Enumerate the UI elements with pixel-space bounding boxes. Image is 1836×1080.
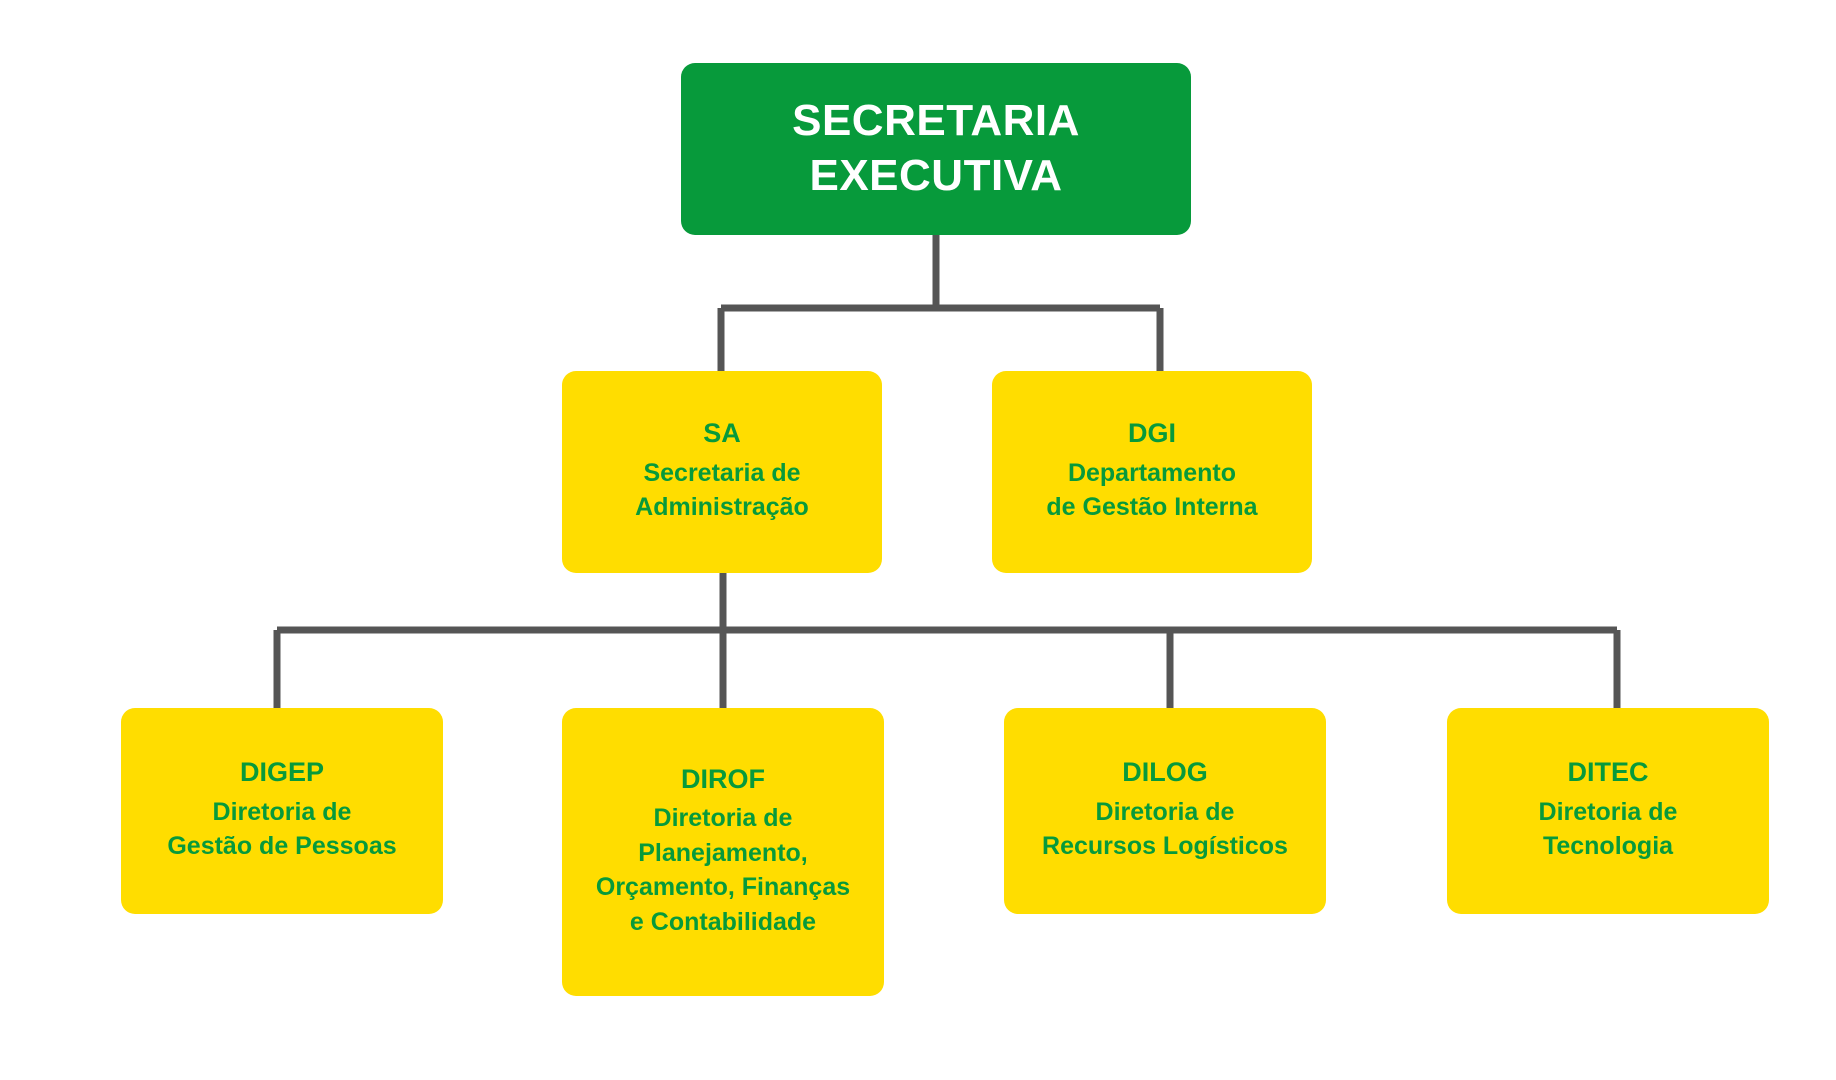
node-ditec-acronym: DITEC [1567, 757, 1649, 788]
node-digep-line-1: Diretoria de [212, 797, 352, 826]
node-ditec-line-2: Tecnologia [1542, 832, 1674, 861]
node-dilog-acronym: DILOG [1122, 757, 1208, 788]
node-sa-line-1: Secretaria de [643, 458, 801, 487]
node-digep-fullname: Diretoria de Gestão de Pessoas [157, 795, 406, 864]
node-dgi-line-2: de Gestão Interna [1046, 493, 1258, 522]
node-dgi-fullname: Departamento de Gestão Interna [1036, 456, 1267, 525]
node-sa[interactable]: SA Secretaria de Administração [562, 371, 882, 573]
node-dirof-line-3: Orçamento, Finanças [595, 873, 851, 902]
node-sa-line-2: Administração [635, 493, 809, 522]
node-dilog-line-1: Diretoria de [1095, 797, 1235, 826]
node-dirof-acronym: DIROF [681, 763, 765, 794]
node-ditec[interactable]: DITEC Diretoria de Tecnologia [1447, 708, 1769, 914]
node-secretaria-executiva[interactable]: SECRETARIA EXECUTIVA [681, 63, 1191, 235]
node-dirof[interactable]: DIROF Diretoria de Planejamento, Orçamen… [562, 708, 884, 996]
node-sa-fullname: Secretaria de Administração [625, 456, 819, 525]
node-ditec-fullname: Diretoria de Tecnologia [1529, 795, 1688, 864]
node-dgi[interactable]: DGI Departamento de Gestão Interna [992, 371, 1312, 573]
root-title-line2: EXECUTIVA [809, 151, 1063, 200]
node-dilog[interactable]: DILOG Diretoria de Recursos Logísticos [1004, 708, 1326, 914]
node-dirof-line-2: Planejamento, [638, 838, 808, 867]
node-dirof-fullname: Diretoria de Planejamento, Orçamento, Fi… [586, 801, 860, 939]
node-dilog-fullname: Diretoria de Recursos Logísticos [1032, 795, 1298, 864]
node-dgi-acronym: DGI [1127, 418, 1176, 449]
node-dirof-line-1: Diretoria de [653, 804, 793, 833]
node-digep-line-2: Gestão de Pessoas [167, 832, 397, 861]
node-dirof-line-4: e Contabilidade [629, 907, 817, 936]
node-dilog-line-2: Recursos Logísticos [1042, 832, 1288, 861]
root-title-line1: SECRETARIA [792, 96, 1080, 146]
node-digep-acronym: DIGEP [239, 757, 325, 788]
node-dgi-line-1: Departamento [1067, 458, 1237, 487]
node-digep[interactable]: DIGEP Diretoria de Gestão de Pessoas [121, 708, 443, 914]
node-sa-acronym: SA [703, 418, 741, 449]
node-ditec-line-1: Diretoria de [1538, 797, 1678, 826]
